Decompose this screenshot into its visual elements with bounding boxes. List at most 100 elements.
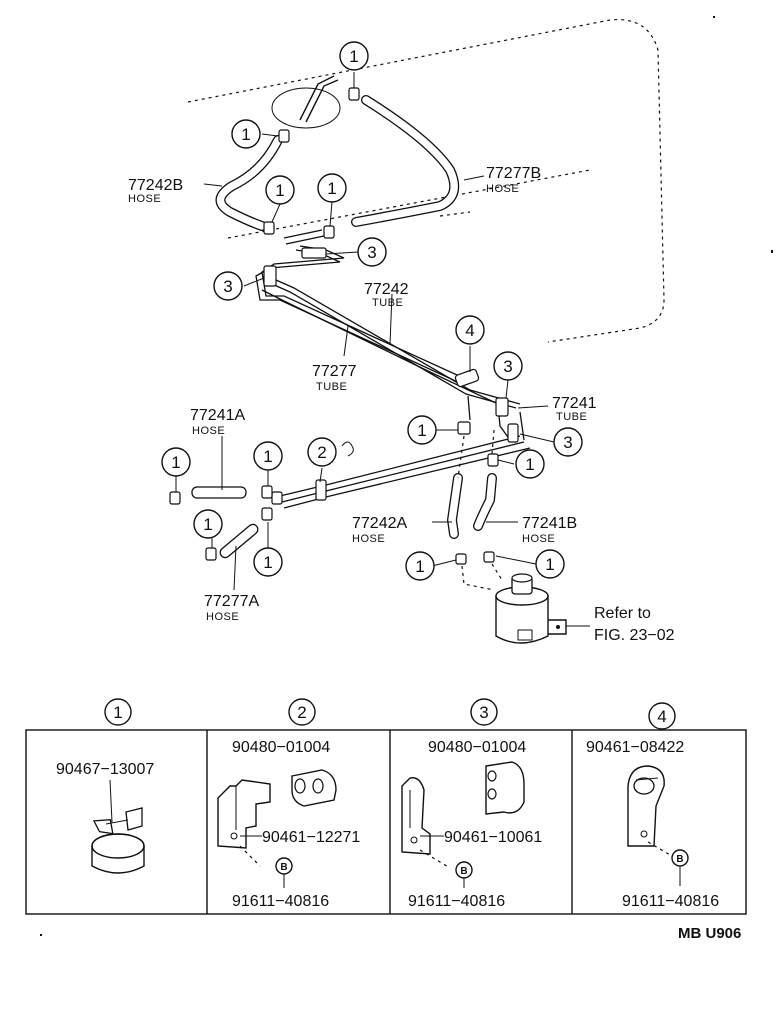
callout-1-top: 1 [339,41,369,71]
label-77241a: 77241A [190,407,245,424]
callout-1-mid-left: 1 [265,175,295,205]
callout-1-far-left: 1 [161,447,191,477]
callout-2-main: 2 [307,437,337,467]
label-77241b: 77241B [522,515,577,532]
label-77241b-sub: HOSE [522,533,555,545]
label-77277b: 77277B [486,165,541,182]
flow-dash-lines [457,429,503,591]
svg-text:1: 1 [415,557,424,576]
callout-1-left-mid: 1 [253,441,283,471]
label-77242-tube: 77242 [364,281,409,298]
svg-text:3: 3 [367,243,376,262]
svg-text:2: 2 [317,443,326,462]
callout-1-bottom-left: 1 [405,551,435,581]
callout-4-main: 4 [455,315,485,345]
label-77242-tube-sub: TUBE [372,297,403,309]
legend-callout-2: 2 [288,698,316,726]
svg-text:1: 1 [545,555,554,574]
refer-fig-label: FIG. 23−02 [594,627,675,644]
squiggle-mark [341,441,354,457]
bolt-icon-2: B [275,857,293,875]
callout-1-bottom-right: 1 [535,549,565,579]
legend-frame [25,729,747,915]
charcoal-canister [495,573,567,644]
legend-part-90480-01004-b: 90480−01004 [428,739,526,756]
hose-77241a-shape [191,486,247,499]
callout-1-center: 1 [407,415,437,445]
label-77277-tube-sub: TUBE [316,381,347,393]
legend-part-91611-40816-a: 91611−40816 [232,893,329,910]
hose-clamp-icon [91,779,145,874]
svg-text:1: 1 [349,47,358,66]
sender-gauge-plate [271,87,341,129]
label-77242a: 77242A [352,515,407,532]
legend-part-91611-40816-c: 91611−40816 [622,893,719,910]
legend-part-91611-40816-b: 91611−40816 [408,893,505,910]
label-77277a-sub: HOSE [206,611,239,623]
figure-code: MB U906 [678,925,741,942]
svg-text:1: 1 [113,703,122,722]
double-grommet-icon [485,761,525,815]
label-77242b-sub: HOSE [128,193,161,205]
legend-callout-4: 4 [648,702,676,730]
parts-legend: 1 2 3 4 90467−13007 90480−01004 [25,698,747,915]
callout-1-upper-left: 1 [231,119,261,149]
hose-77241b-shape [473,473,497,531]
svg-text:B: B [460,866,467,877]
svg-text:3: 3 [503,357,512,376]
hose-77277a-shape [219,523,259,559]
hose-77242a-shape [447,473,463,539]
upper-clamps [263,87,360,245]
svg-text:1: 1 [275,181,284,200]
leader-lines [175,72,590,627]
callout-3-upper: 3 [357,237,387,267]
lower-clamps [169,421,499,565]
svg-text:3: 3 [223,277,232,296]
svg-text:B: B [676,854,683,865]
callout-1-left-low: 1 [193,509,223,539]
svg-text:1: 1 [417,421,426,440]
svg-text:1: 1 [203,515,212,534]
grommet-icon [291,769,337,807]
hose-77242b-shape [215,135,283,231]
callout-1-left-bottom: 1 [253,547,283,577]
tube-bundle [255,245,531,509]
label-77277a: 77277A [204,593,259,610]
label-77277b-sub: HOSE [486,183,519,195]
callout-3-lower: 3 [553,427,583,457]
svg-text:4: 4 [657,707,666,726]
label-77241-tube-sub: TUBE [556,411,587,423]
svg-text:1: 1 [263,553,272,572]
legend-part-90461-08422: 90461−08422 [586,739,684,756]
label-77242a-sub: HOSE [352,533,385,545]
bolt-icon-4: B [671,849,689,867]
svg-text:1: 1 [241,125,250,144]
legend-part-90461-10061: 90461−10061 [444,829,542,846]
svg-text:3: 3 [563,433,572,452]
callout-1-right: 1 [515,449,545,479]
legend-part-90480-01004-a: 90480−01004 [232,739,330,756]
svg-text:3: 3 [479,703,488,722]
svg-text:1: 1 [263,447,272,466]
callout-1-mid-right: 1 [317,173,347,203]
single-clamp-icon [627,765,665,847]
fuel-tank-outline [187,18,665,343]
bolt-icon-3: B [455,861,473,879]
svg-text:4: 4 [465,321,474,340]
svg-text:1: 1 [171,453,180,472]
label-77242b: 77242B [128,177,183,194]
legend-part-90467-13007: 90467−13007 [56,761,154,778]
refer-to-label: Refer to [594,605,651,622]
label-77241a-sub: HOSE [192,425,225,437]
callout-3-right: 3 [493,351,523,381]
label-77241-tube: 77241 [552,395,597,412]
tube-clamps [263,247,519,505]
svg-text:2: 2 [297,703,306,722]
legend-callout-3: 3 [470,698,498,726]
svg-text:1: 1 [525,455,534,474]
callout-3-left: 3 [213,271,243,301]
scan-dots [40,16,773,936]
hose-77277b-shape [351,95,460,227]
svg-text:1: 1 [327,179,336,198]
